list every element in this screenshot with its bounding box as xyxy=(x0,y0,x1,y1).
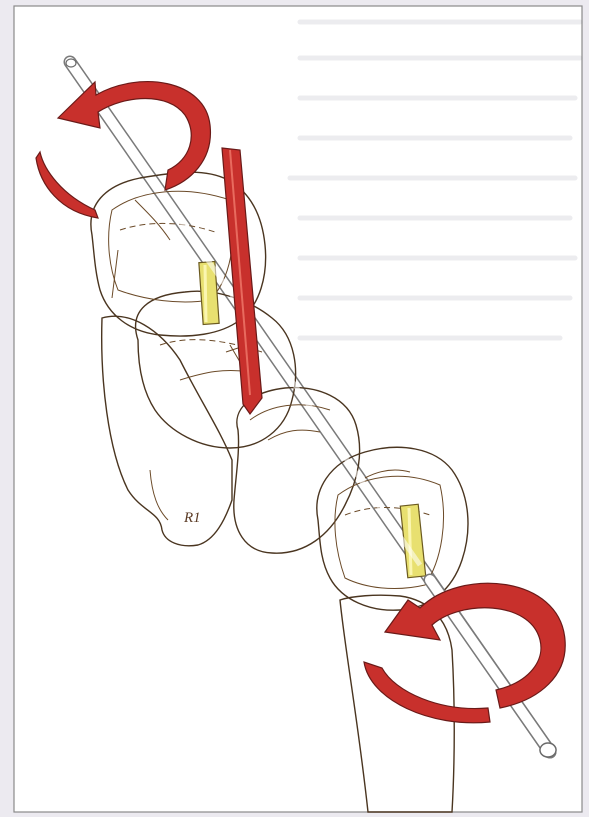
crown-label: R1 xyxy=(183,510,201,526)
